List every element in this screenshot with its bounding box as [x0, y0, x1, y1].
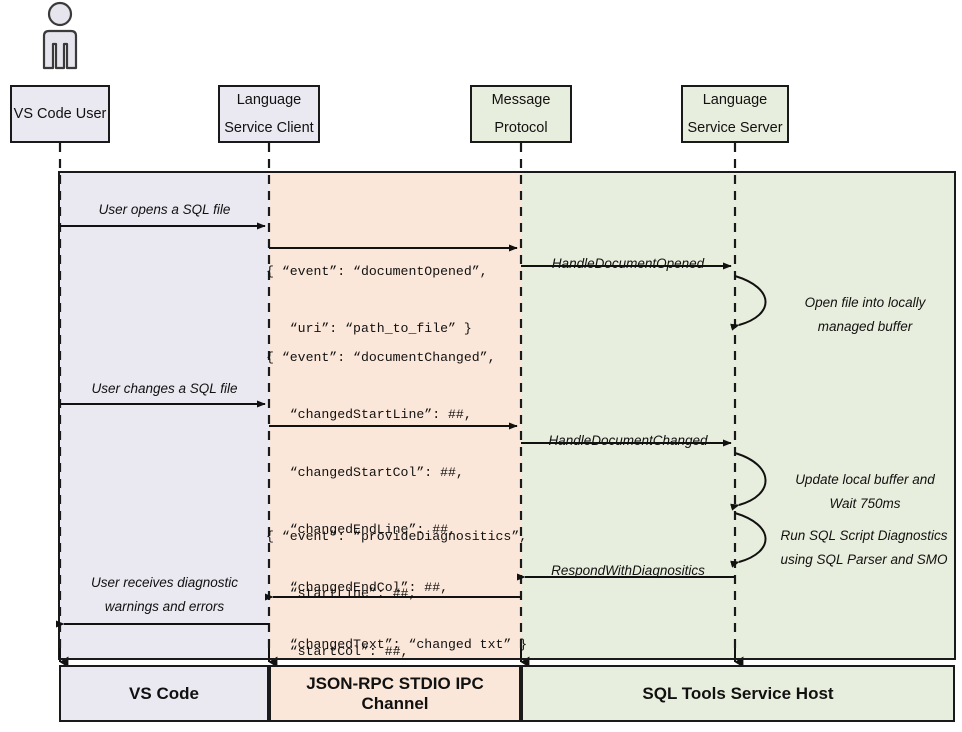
actor-person-icon	[42, 1, 78, 70]
label-line1: User receives diagnostic	[90, 575, 239, 590]
label-line2: warnings and errors	[104, 598, 225, 614]
participant-label-client-line1: Language	[236, 91, 302, 108]
payload-line: “startLine”: ##,	[266, 586, 417, 602]
footer-cell-service-host[interactable]: SQL Tools Service Host	[521, 665, 955, 722]
note-line2: using SQL Parser and SMO	[780, 551, 948, 567]
label-line1: User changes a SQL file	[91, 381, 238, 396]
note-line2: Wait 750ms	[829, 495, 901, 511]
footer-label: SQL Tools Service Host	[642, 683, 834, 703]
note-line1: Run SQL Script Diagnostics	[780, 528, 948, 543]
band-service-host	[521, 172, 955, 659]
note-line1: Update local buffer and	[795, 472, 935, 487]
payload-line: “changedStartCol”: ##,	[266, 464, 464, 480]
note-line2: managed buffer	[817, 318, 913, 334]
payload-line: { “event”: “documentChanged”,	[266, 349, 496, 365]
payload-line: “changedText”: “changed txt” }	[266, 637, 528, 653]
payload-document-opened: { “event”: “documentOpened”, “uri”: “pat…	[266, 200, 488, 401]
footer-label: VS Code	[129, 683, 199, 703]
label-text: RespondWithDiagnositics	[551, 563, 705, 578]
message-label-user-receives-diagnostics: User receives diagnostic warnings and er…	[60, 571, 269, 618]
note-run-sql-diagnostics: Run SQL Script Diagnostics using SQL Par…	[766, 524, 962, 571]
participant-label-proto-line1: Message	[491, 91, 551, 108]
participant-box-language-service-server[interactable]: Language Service Server	[681, 85, 789, 143]
participant-box-user[interactable]: VS Code User	[10, 85, 110, 143]
participant-label-server-line1: Language	[702, 91, 768, 108]
note-update-buffer-wait: Update local buffer and Wait 750ms	[770, 468, 960, 515]
label-text: HandleDocumentOpened	[551, 256, 705, 271]
payload-document-changed: { “event”: “documentChanged”, “changedSt…	[266, 286, 527, 718]
message-label-user-changes-file: User changes a SQL file	[60, 377, 269, 401]
participant-label-server-line2: Service Server	[687, 120, 783, 136]
participant-label-proto-line2: Protocol	[494, 120, 548, 136]
payload-line: { “event”: “provideDiagnositics”,	[266, 528, 528, 544]
payload-line: “startCol”: ##,	[266, 643, 409, 659]
label-line1: User opens a SQL file	[98, 202, 231, 217]
message-label-handle-document-opened: HandleDocumentOpened	[521, 252, 735, 276]
payload-line: { “event”: “documentOpened”,	[266, 263, 488, 279]
payload-line: “changedEndLine”: ##,	[266, 522, 456, 538]
note-open-file-buffer: Open file into locally managed buffer	[770, 291, 960, 338]
message-label-user-opens-file: User opens a SQL file	[60, 198, 269, 222]
participant-label-client-line2: Service Client	[224, 120, 314, 136]
payload-line: “changedStartLine”: ##,	[266, 407, 472, 423]
message-label-handle-document-changed: HandleDocumentChanged	[521, 429, 735, 453]
payload-line: “uri”: “path_to_file” }	[266, 321, 472, 337]
footer-label: JSON-RPC STDIO IPC Channel	[306, 673, 484, 713]
participant-box-language-service-client[interactable]: Language Service Client	[218, 85, 320, 143]
note-line1: Open file into locally	[804, 295, 926, 310]
participant-box-message-protocol[interactable]: Message Protocol	[470, 85, 572, 143]
message-label-respond-with-diagnostics: RespondWithDiagnositics	[521, 559, 735, 583]
footer-cell-vs-code[interactable]: VS Code	[59, 665, 269, 722]
payload-line: “changedEndCol”: ##,	[266, 579, 449, 595]
footer-cell-ipc-channel[interactable]: JSON-RPC STDIO IPC Channel	[269, 665, 521, 722]
participant-label-user-line1: VS Code User	[13, 105, 107, 122]
label-text: HandleDocumentChanged	[548, 433, 708, 448]
